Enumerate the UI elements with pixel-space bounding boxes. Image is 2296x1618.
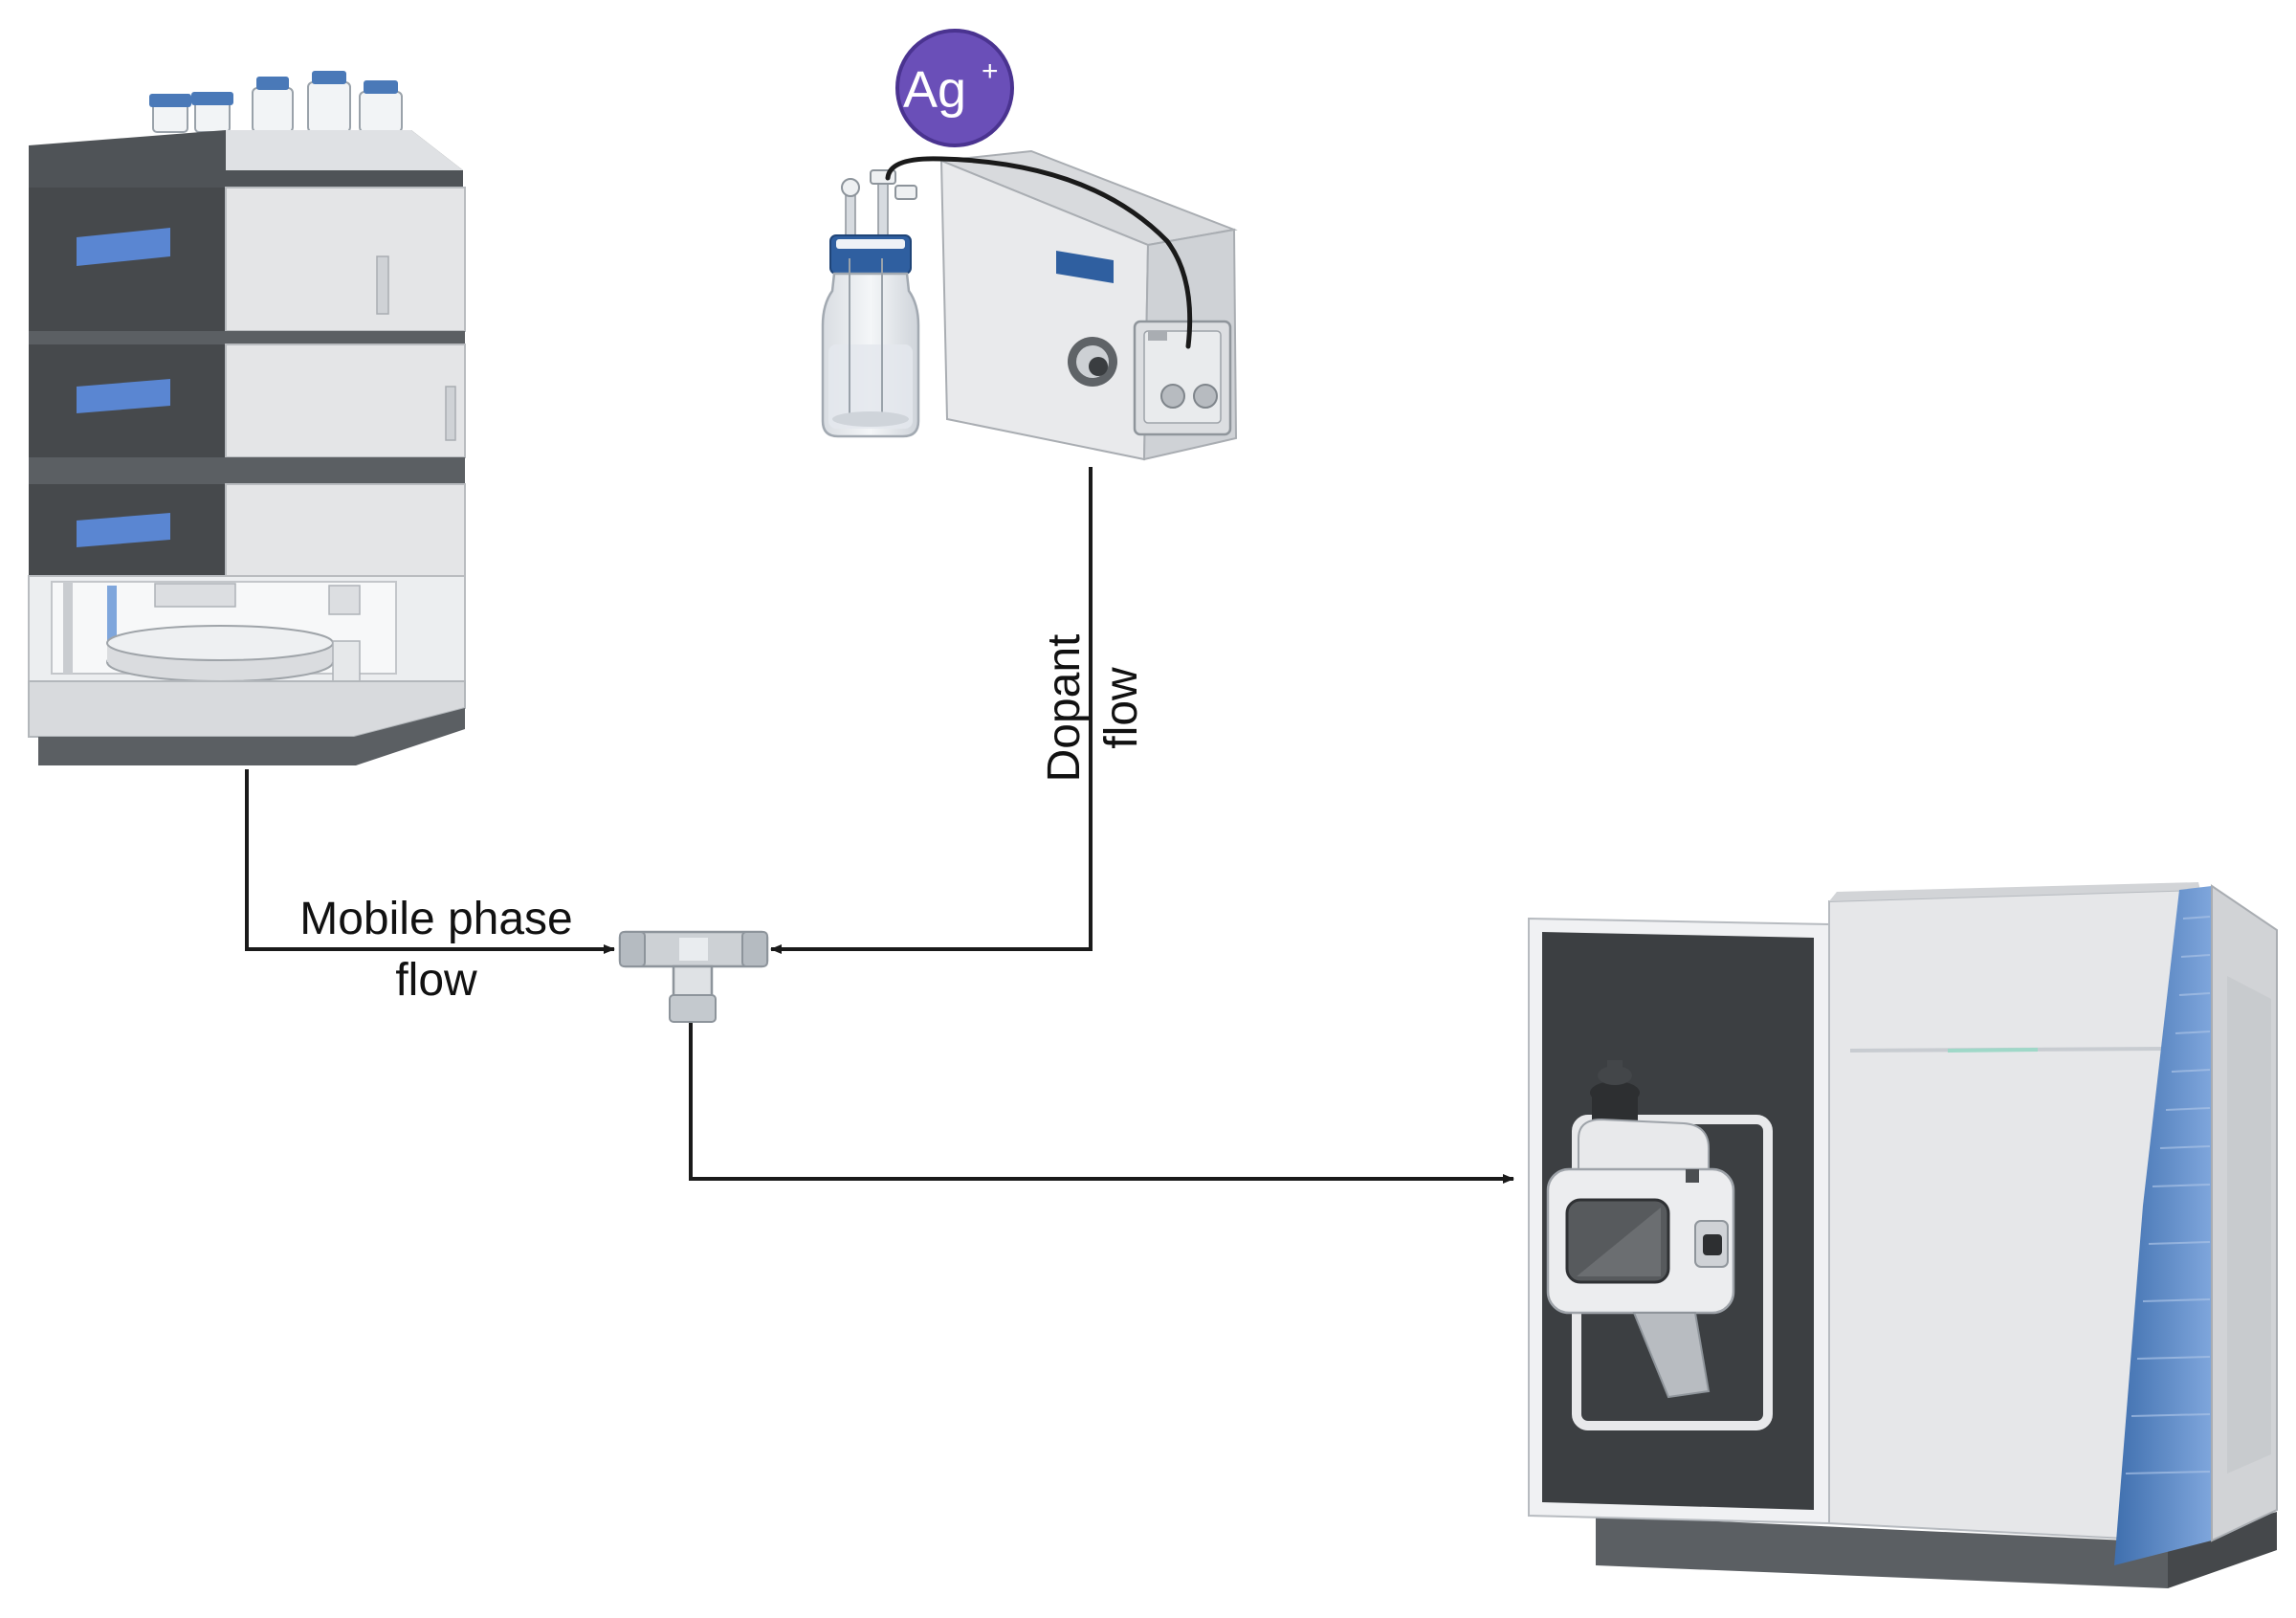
- dopant-flow-line: [770, 467, 1093, 954]
- dopant-tubing: [885, 156, 1193, 349]
- dopant-label-line2: flow: [1096, 667, 1147, 749]
- dopant-label-line1: Dopant: [1039, 634, 1090, 783]
- combined-flow-line: [689, 1022, 1514, 1184]
- ion-symbol: Ag: [903, 61, 966, 119]
- hplc-autosampler: [28, 575, 466, 684]
- dopant-bottle-icon: [821, 169, 920, 438]
- tee-connector-icon: [618, 930, 769, 1023]
- solvent-bottles: [149, 71, 403, 133]
- silver-ion-badge: Ag +: [895, 29, 1014, 147]
- ms-blue-stripe: [2114, 886, 2212, 1565]
- mass-spectrometer-icon: [1528, 882, 2278, 1588]
- hplc-stack-icon: [28, 71, 466, 765]
- mobile-phase-label-line1: Mobile phase: [299, 894, 573, 944]
- syringe-pump-icon: [939, 149, 1238, 461]
- hplc-module-1: [29, 187, 466, 332]
- hplc-module-2: [29, 344, 466, 458]
- ion-source: [1546, 1060, 1735, 1399]
- flow-lines: [245, 467, 1514, 1184]
- mobile-phase-line: [245, 769, 615, 954]
- mobile-phase-label-line2: flow: [395, 955, 477, 1006]
- ion-charge: +: [982, 55, 999, 87]
- hplc-module-3: [29, 483, 466, 577]
